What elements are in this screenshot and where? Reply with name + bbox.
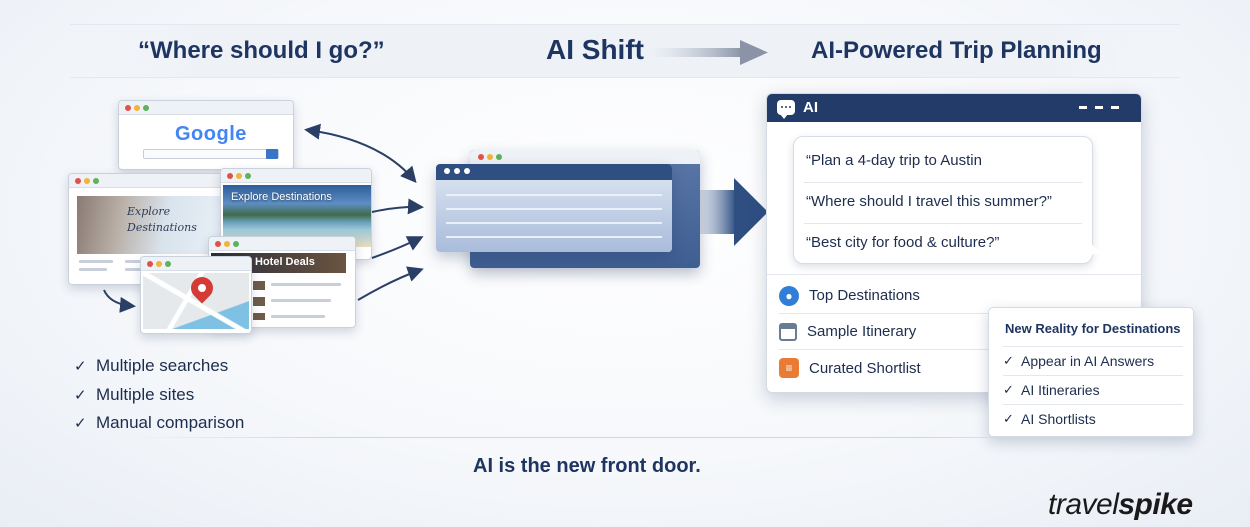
header-left-title: “Where should I go?” (138, 37, 385, 64)
chat-icon (777, 100, 795, 119)
ai-panel-header: AI (767, 94, 1141, 122)
check-icon: ✓ (74, 386, 87, 404)
checklist-item: ✓Manual comparison (74, 413, 245, 433)
big-arrow-head (734, 178, 768, 246)
tagline: AI is the new front door. (473, 455, 701, 477)
list-icon: ≡ (779, 358, 799, 378)
google-logo: Google (175, 123, 247, 145)
calendar-icon (779, 322, 797, 341)
ai-panel-title: AI (803, 99, 818, 116)
check-icon: ✓ (74, 358, 87, 376)
reality-item: ✓AI Shortlists (1003, 404, 1183, 432)
check-icon: ✓ (1003, 410, 1014, 426)
google-search-input[interactable] (143, 149, 279, 159)
search-button[interactable] (266, 149, 278, 159)
reality-item: ✓Appear in AI Answers (1003, 346, 1183, 374)
arrow-3 (371, 236, 424, 259)
map-window (140, 256, 252, 334)
result-top-destinations[interactable]: ●Top Destinations (779, 278, 989, 314)
prompt-bubble: “Plan a 4-day trip to Austin “Where shou… (793, 136, 1102, 264)
explore-banner-title: Explore Destinations (231, 191, 332, 203)
check-icon: ✓ (74, 415, 87, 433)
prompt-text: “Where should I travel this summer?” (806, 193, 1052, 210)
reality-item: ✓AI Itineraries (1003, 375, 1183, 403)
brand-logo: travelspike (1048, 488, 1193, 521)
result-sample-itinerary[interactable]: Sample Itinerary (779, 314, 989, 350)
arrow-2 (371, 198, 424, 215)
check-icon: ✓ (1003, 381, 1014, 397)
middle-front-window (436, 164, 672, 252)
checklist-item: ✓Multiple sites (74, 384, 195, 404)
arrow-1 (304, 123, 417, 184)
hotel-title: Hotel Deals (255, 256, 315, 268)
prompt-text: “Best city for food & culture?” (806, 234, 1000, 251)
arrow-5 (103, 289, 136, 313)
check-icon: ✓ (1003, 352, 1014, 368)
header-right-title: AI-Powered Trip Planning (811, 37, 1102, 64)
traditional-checklist: ✓Multiple searches ✓Multiple sites ✓Manu… (74, 352, 244, 438)
arrow-4 (357, 266, 424, 301)
prompt-text: “Plan a 4-day trip to Austin (806, 152, 982, 169)
header-middle-title: AI Shift (546, 34, 644, 65)
shift-arrow-icon (650, 40, 768, 65)
explore-card-text: Explore Destinations (127, 205, 197, 234)
result-curated-shortlist[interactable]: ≡Curated Shortlist (779, 350, 989, 386)
new-reality-title: New Reality for Destinations (1005, 321, 1181, 336)
explore-hero-image (77, 196, 222, 254)
header-band (70, 24, 1180, 78)
location-pin-icon: ● (779, 285, 799, 306)
divider (130, 437, 1120, 438)
checklist-item: ✓Multiple searches (74, 356, 229, 376)
new-reality-card: New Reality for Destinations ✓Appear in … (988, 307, 1194, 437)
google-search-window: Google (118, 100, 294, 170)
